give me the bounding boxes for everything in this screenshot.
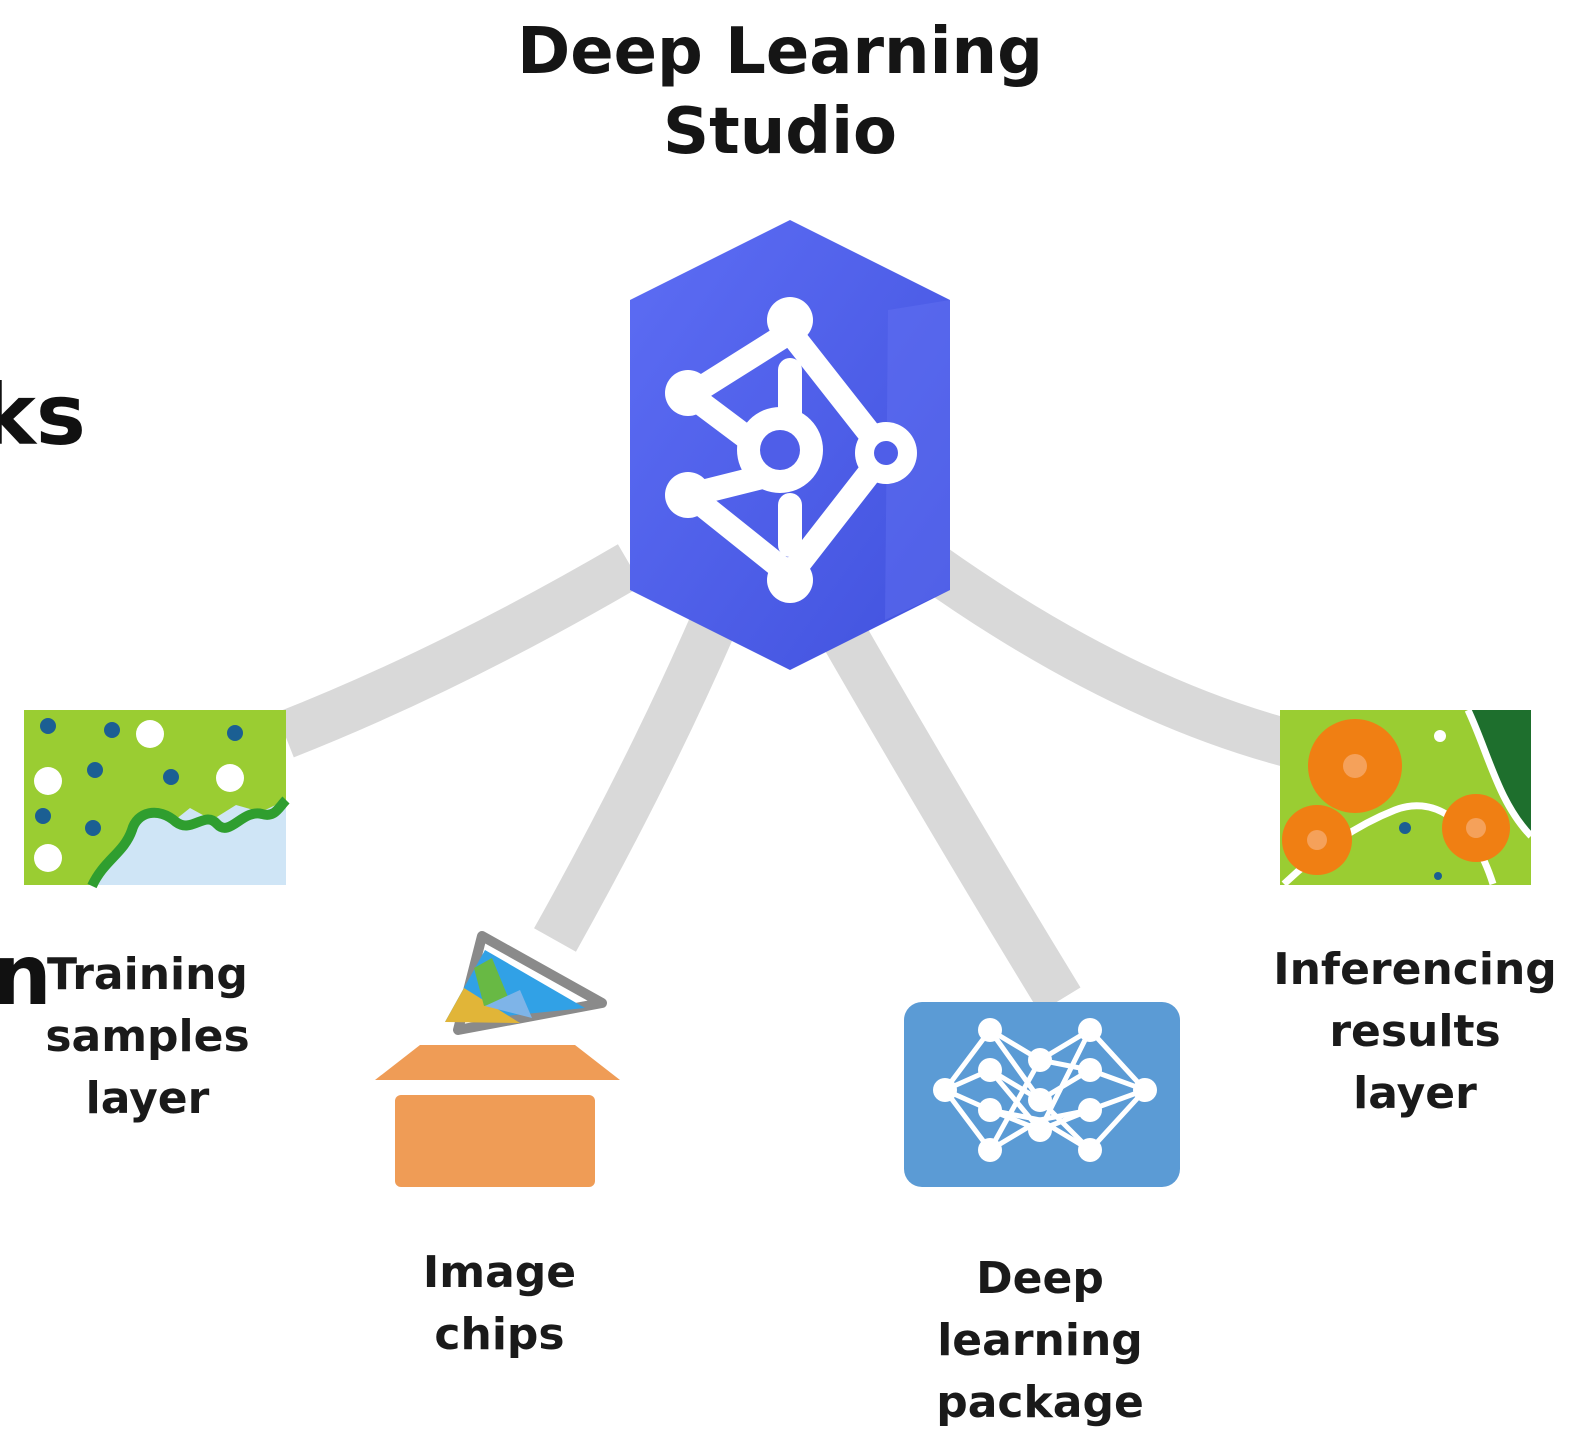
cropped-text-fragment-bottom: n [0, 926, 52, 1024]
image-chips-label: Image chips [422, 1247, 577, 1360]
training-samples-label: Training samples layer [45, 949, 250, 1124]
image-chips-box-icon [375, 931, 620, 1187]
connector-training [276, 544, 643, 758]
deep-learning-package-label: Deep learning package [936, 1253, 1144, 1428]
deep-learning-studio-icon [630, 220, 950, 670]
neural-network-package-icon [904, 1002, 1180, 1187]
connector-package [814, 608, 1081, 1013]
diagram-title-text: Deep Learning Studio [517, 15, 1043, 169]
cropped-text-fragment-top: ks [0, 366, 86, 464]
inferencing-results-label: Inferencing results layer [1273, 944, 1557, 1119]
diagram-title: Deep Learning Studio [420, 12, 1140, 172]
training-samples-map-icon [24, 710, 290, 889]
connector-chips [534, 610, 738, 952]
inferencing-results-map-icon [1280, 708, 1534, 887]
connector-lines [276, 544, 1301, 1013]
connector-inference [916, 545, 1301, 769]
